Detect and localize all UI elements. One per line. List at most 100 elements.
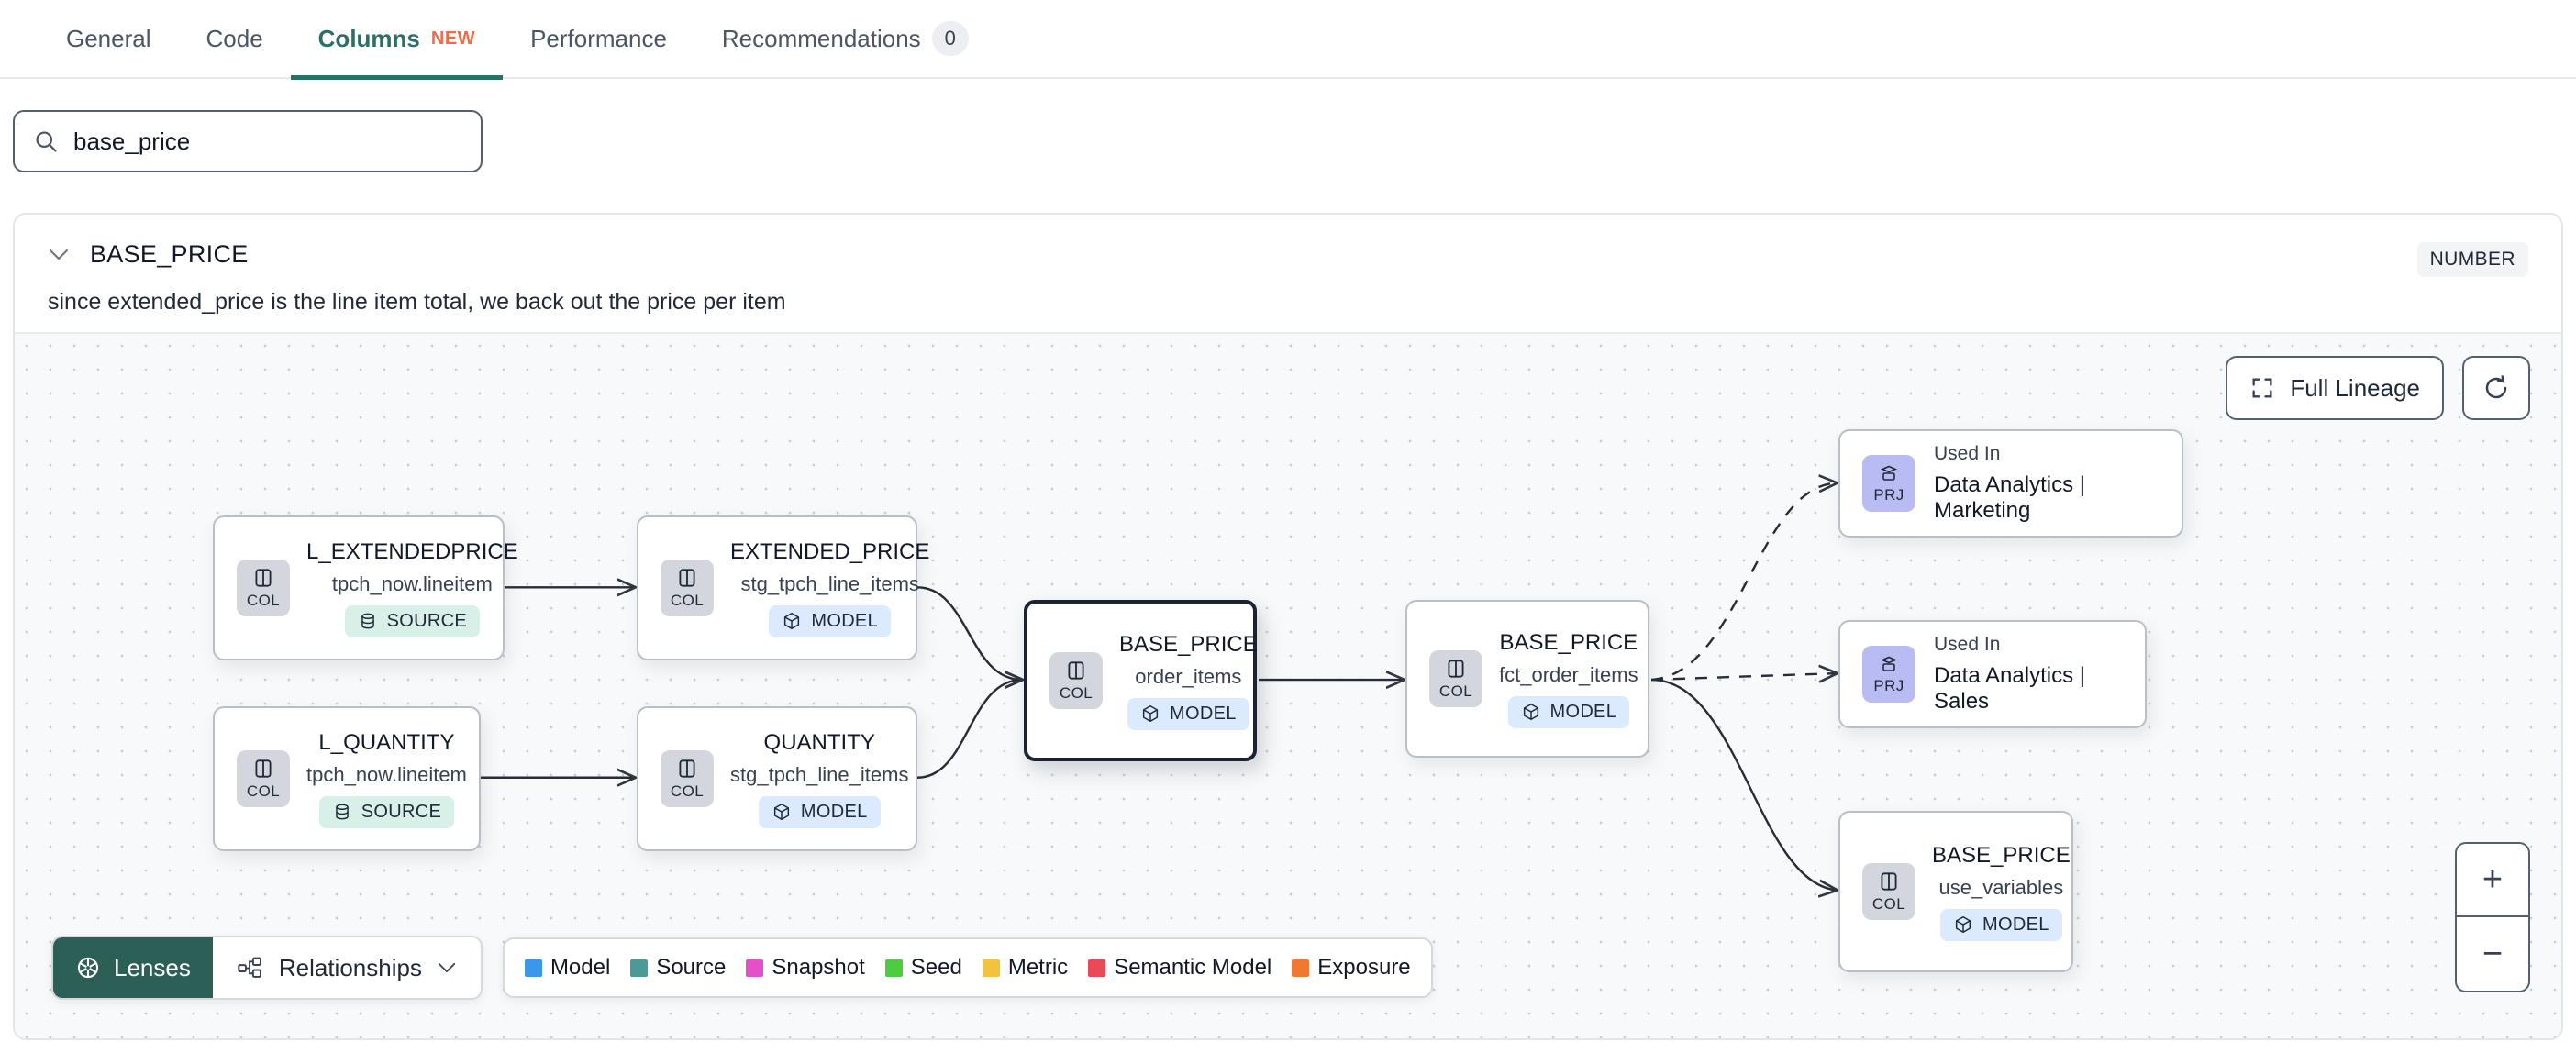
column-detail-panel: BASE_PRICE NUMBER since extended_price i… [13,213,2563,1040]
lineage-node-l-extendedprice[interactable]: COL L_EXTENDEDPRICE tpch_now.lineitem SO… [213,515,518,660]
col-icon: COL [1049,652,1103,709]
col-icon-label: COL [1059,684,1094,702]
lineage-node-used-in-sales[interactable]: PRJ Used In Data Analytics | Sales [1838,620,2147,728]
col-icon-label: COL [246,782,281,800]
legend-swatch [884,959,903,977]
col-icon-label: COL [670,782,705,800]
node-type-pill: MODEL [1940,908,2062,941]
col-icon: COL [237,560,290,616]
edge-fct-order-items-to-use-variables [1650,678,1837,890]
edge-quantity-to-base-price [916,680,1022,779]
legend-swatch [630,959,649,977]
lineage-legend: Model Source Snapshot Seed Metric [502,937,1433,998]
chevron-down-icon[interactable] [48,248,70,261]
legend-label: Snapshot [772,955,865,980]
lineage-node-base-price-use-variables[interactable]: COL BASE_PRICE use_variables MODEL [1838,811,2073,972]
zoom-controls: + − [2455,842,2530,992]
canvas-top-controls: Full Lineage [2226,356,2530,420]
recommendations-count-badge: 0 [931,21,969,56]
legend-swatch [746,959,764,977]
node-type-pill: MODEL [769,604,891,637]
search-input[interactable] [73,127,462,156]
lineage-canvas[interactable]: COL L_EXTENDEDPRICE tpch_now.lineitem SO… [15,332,2561,1040]
lineage-node-base-price-fct-order-items[interactable]: COL BASE_PRICE fct_order_items MODEL [1405,600,1649,758]
lineage-node-l-quantity[interactable]: COL L_QUANTITY tpch_now.lineitem SOURCE [213,706,481,851]
col-icon: COL [1429,650,1482,707]
full-lineage-button[interactable]: Full Lineage [2226,356,2444,420]
full-lineage-label: Full Lineage [2290,373,2420,402]
zoom-out-button[interactable]: − [2482,934,2504,973]
col-icon: COL [661,560,714,616]
node-pill-label: MODEL [811,610,878,631]
prj-icon-label: PRJ [1873,677,1904,694]
node-title: L_QUANTITY [318,729,455,755]
tab-label: Performance [530,24,667,52]
lenses-button[interactable]: Lenses [53,937,213,998]
refresh-button[interactable] [2462,356,2530,420]
node-title: Used In [1934,634,2001,655]
legend-label: Source [656,955,727,980]
legend-item-source: Source [630,955,726,981]
tab-code[interactable]: Code [179,0,291,78]
node-pill-label: MODEL [800,801,868,822]
legend-item-model: Model [524,955,611,981]
zoom-in-button[interactable]: + [2457,844,2528,917]
legend-label: Metric [1007,955,1069,980]
tab-label: Code [205,24,263,52]
col-icon: COL [237,750,290,807]
relationships-button[interactable]: Relationships [212,937,481,998]
lenses-relationships-group: Lenses Relationships [51,936,483,1000]
lineage-edges [481,334,2561,1040]
lineage-node-used-in-marketing[interactable]: PRJ Used In Data Analytics | Marketing [1838,429,2183,538]
node-title: QUANTITY [763,729,875,755]
legend-item-seed: Seed [884,955,962,981]
legend-label: Semantic Model [1114,955,1272,980]
search-box[interactable] [13,110,483,172]
tab-recommendations[interactable]: Recommendations 0 [694,0,996,78]
node-subtitle: tpch_now.lineitem [306,762,467,786]
legend-item-snapshot: Snapshot [746,955,865,981]
expand-icon [2249,375,2275,401]
lineage-node-base-price-order-items[interactable]: COL BASE_PRICE order_items MODEL [1024,600,1258,761]
node-title: Used In [1934,443,2001,464]
prj-icon: PRJ [1862,646,1915,703]
relationships-label: Relationships [278,953,422,981]
node-pill-label: MODEL [1549,701,1617,722]
legend-label: Exposure [1317,955,1411,980]
tab-label: Columns [317,24,420,52]
node-title: BASE_PRICE [1932,842,2071,868]
column-type-badge: NUMBER [2416,242,2528,277]
node-subtitle: Data Analytics | Sales [1934,663,2085,714]
tab-label: Recommendations [721,24,921,52]
col-icon: COL [661,750,714,807]
lineage-node-quantity[interactable]: COL QUANTITY stg_tpch_line_items MODEL [637,706,917,851]
node-title: L_EXTENDEDPRICE [306,538,518,564]
tab-performance[interactable]: Performance [503,0,694,78]
tab-general[interactable]: General [39,0,179,78]
canvas-bottom-toolbar: Lenses Relationships [51,936,1433,1000]
node-subtitle: fct_order_items [1499,662,1638,686]
col-icon-label: COL [1871,895,1906,913]
node-subtitle: stg_tpch_line_items [740,571,919,595]
node-pill-label: SOURCE [361,801,442,822]
col-icon-label: COL [670,592,705,609]
legend-item-metric: Metric [982,955,1069,981]
tab-label: General [66,24,151,52]
node-pill-label: MODEL [1170,703,1237,724]
node-title: BASE_PRICE [1119,631,1258,657]
search-icon [33,128,59,154]
node-subtitle: stg_tpch_line_items [730,762,909,786]
edge-fct-order-items-to-sales [1650,673,1837,680]
legend-swatch [524,959,542,977]
node-subtitle: tpch_now.lineitem [331,571,493,595]
legend-label: Model [550,955,611,980]
tab-columns[interactable]: Columns NEW [290,0,504,80]
col-icon: COL [1862,863,1915,920]
legend-item-exposure: Exposure [1292,955,1411,981]
node-type-pill: MODEL [1127,697,1249,730]
legend-label: Seed [910,955,962,980]
chevron-down-icon [437,961,457,974]
column-description: since extended_price is the line item to… [48,289,786,315]
lineage-node-extended-price[interactable]: COL EXTENDED_PRICE stg_tpch_line_items M… [637,515,929,660]
relationships-icon [237,955,264,981]
